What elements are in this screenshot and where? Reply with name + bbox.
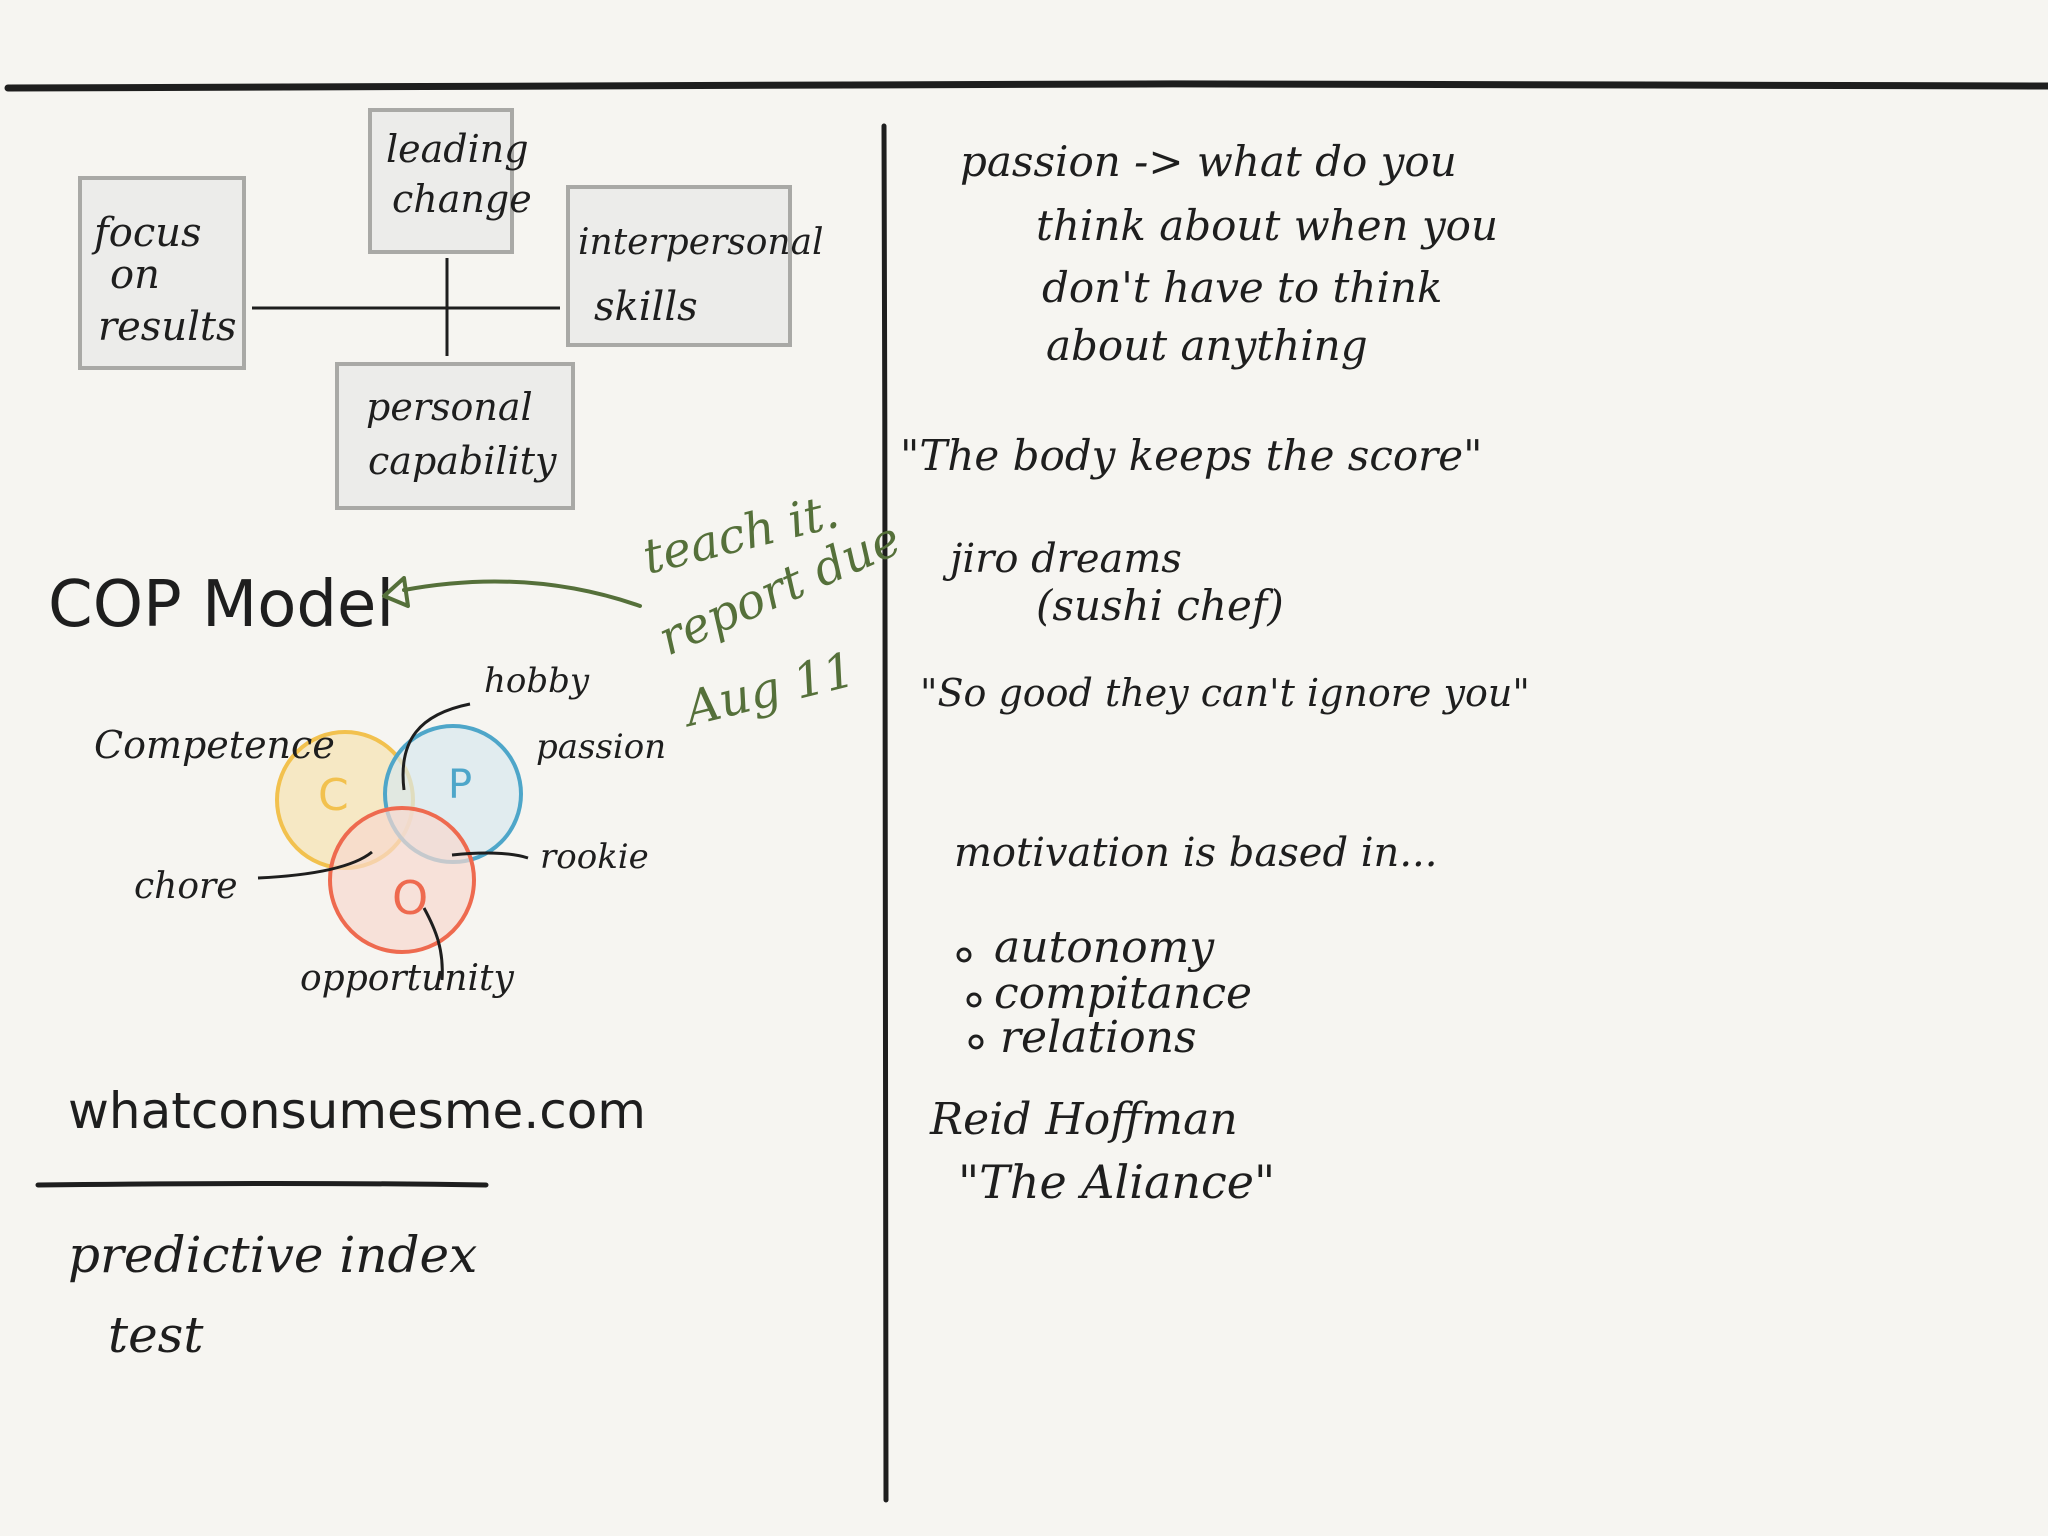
box-focus-line-2: on [110,252,160,298]
box-personal-line-2: capability [368,439,557,483]
box-interpersonal-skills [566,185,792,347]
green-note-line-3: Aug 11 [675,642,860,739]
box-interpersonal-line-2: skills [594,284,698,330]
venn-letter-o: O [392,871,428,925]
venn-letter-c: C [318,770,349,821]
so-good-quote: "So good they can't ignore you" [920,671,1530,715]
leader-rookie [451,851,529,860]
predictive-index-line-2: test [108,1306,204,1364]
leader-opportunity [422,907,444,981]
box-focus-on-results [78,176,246,370]
passion-line-1: passion -> what do you [960,137,1457,186]
green-arrow-head [382,576,410,608]
box-personal-line-1: personal [366,385,533,429]
venn-label-hobby: hobby [484,661,590,701]
box-leading-line-2: change [392,177,532,221]
cop-venn-diagram: C P O Competence hobby passion rookie ch… [94,661,666,999]
bullet-relations-text: relations [1000,1012,1197,1063]
cop-model-title: COP Model [48,568,394,642]
venn-label-competence: Competence [94,723,335,767]
leader-chore [257,850,373,880]
passion-line-3: don't have to think [1042,263,1442,312]
jiro-dreams-line-2: (sushi chef) [1036,581,1284,630]
venn-label-rookie: rookie [540,837,649,877]
box-focus-line-1: focus [91,210,202,256]
reid-hoffman-text: Reid Hoffman [929,1094,1238,1145]
motivation-heading: motivation is based in... [954,830,1437,876]
the-alliance-title: "The Aliance" [958,1155,1275,1209]
box-personal-capability [335,362,575,510]
top-rule [4,80,2048,92]
website-text: whatconsumesme.com [68,1082,646,1140]
venn-label-passion: passion [536,727,666,767]
box-leading-change [368,108,514,254]
venn-label-chore: chore [134,866,238,907]
bullet-compitance-text: compitance [994,968,1252,1019]
box-leading-line-1: leading [386,127,529,171]
box-focus-line-3: results [98,304,236,350]
venn-letter-p: P [448,762,472,808]
jiro-dreams-line-1: jiro dreams [942,536,1182,582]
box-interpersonal-line-1: interpersonal [578,222,824,263]
venn-circle-opportunity [328,806,476,954]
leader-hobby [401,702,471,791]
body-keeps-score-quote: "The body keeps the score" [900,431,1482,480]
predictive-index-line-1: predictive index [68,1226,477,1284]
bullet-autonomy-text: autonomy [994,922,1215,973]
green-arrow-line [402,579,642,608]
bullet-compitance [966,992,982,1008]
passion-line-4: about anything [1046,321,1368,370]
venn-label-opportunity: opportunity [300,958,514,999]
left-divider [35,1181,489,1188]
center-divider [881,123,889,1503]
bullet-relations [968,1034,984,1050]
bullet-autonomy [956,947,972,963]
passion-line-2: think about when you [1036,201,1498,250]
